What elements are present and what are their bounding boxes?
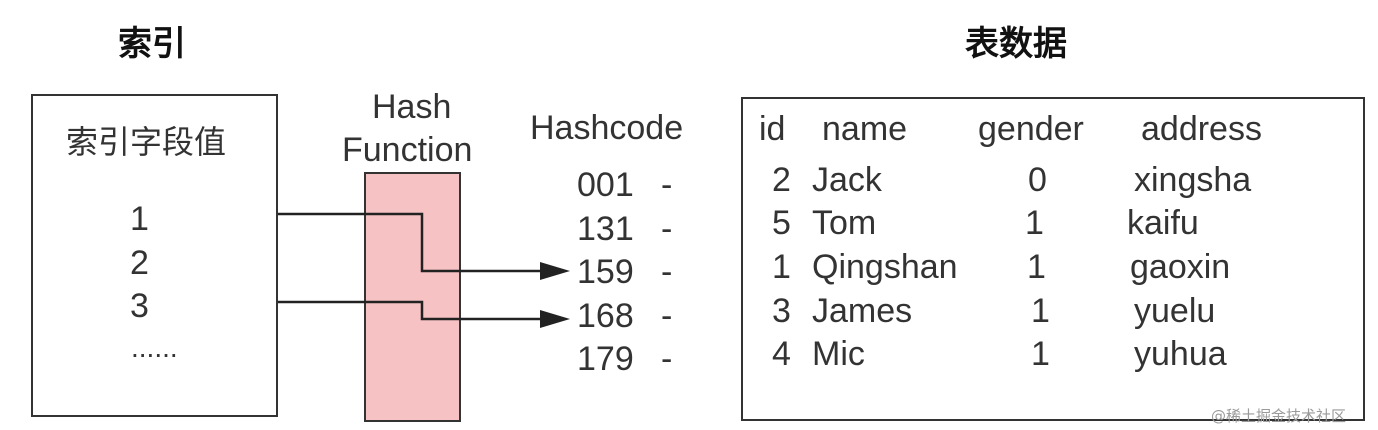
hashcode-dash: -: [661, 210, 673, 248]
arrow-1-to-159: [278, 212, 570, 280]
table-cell-name: Jack: [812, 161, 882, 199]
hashcode-dash: -: [661, 253, 673, 291]
table-cell-gender: 1: [1031, 335, 1050, 373]
index-field-box: [31, 94, 278, 417]
hashcode-131: 131: [577, 210, 634, 248]
column-header-address: address: [1141, 110, 1262, 148]
index-value-1: 1: [130, 200, 149, 238]
index-value-more: ......: [131, 332, 178, 363]
hashcode-header: Hashcode: [530, 109, 684, 147]
table-cell-gender: 1: [1031, 292, 1050, 330]
column-header-gender: gender: [978, 110, 1084, 148]
table-data-box: [741, 97, 1365, 421]
table-cell-id: 1: [772, 248, 791, 286]
table-cell-id: 3: [772, 292, 791, 330]
table-cell-id: 5: [772, 204, 791, 242]
table-cell-address: yuelu: [1134, 292, 1216, 330]
index-value-2: 2: [130, 244, 149, 282]
watermark-text: @稀土掘金技术社区: [1211, 407, 1347, 425]
hashcode-168: 168: [577, 297, 634, 335]
table-cell-address: xingsha: [1134, 161, 1252, 199]
arrow-3-to-168: [278, 300, 570, 328]
table-cell-gender: 1: [1025, 204, 1044, 242]
table-cell-name: Qingshan: [812, 248, 958, 286]
hashcode-179: 179: [577, 340, 634, 378]
column-header-name: name: [822, 110, 908, 148]
table-cell-address: gaoxin: [1130, 248, 1231, 286]
index-field-header: 索引字段值: [66, 123, 227, 161]
hashcode-dash: -: [661, 166, 673, 204]
table-cell-id: 2: [772, 161, 791, 199]
table-cell-name: Mic: [812, 335, 865, 373]
hashcode-159: 159: [577, 253, 634, 291]
table-cell-address: kaifu: [1127, 204, 1199, 242]
hashcode-dash: -: [661, 297, 673, 335]
index-value-3: 3: [130, 287, 149, 325]
table-cell-name: Tom: [812, 204, 877, 242]
hash-function-label-line2: Function: [342, 131, 473, 169]
column-header-id: id: [759, 110, 786, 148]
table-cell-address: yuhua: [1134, 335, 1227, 373]
table-cell-name: James: [812, 292, 913, 330]
table-cell-gender: 0: [1028, 161, 1047, 199]
hashcode-001: 001: [577, 166, 634, 204]
index-title: 索引: [118, 24, 186, 64]
table-data-title: 表数据: [965, 24, 1067, 64]
table-cell-gender: 1: [1027, 248, 1046, 286]
table-cell-id: 4: [772, 335, 791, 373]
hash-function-label-line1: Hash: [372, 88, 452, 126]
hashcode-dash: -: [661, 340, 673, 378]
